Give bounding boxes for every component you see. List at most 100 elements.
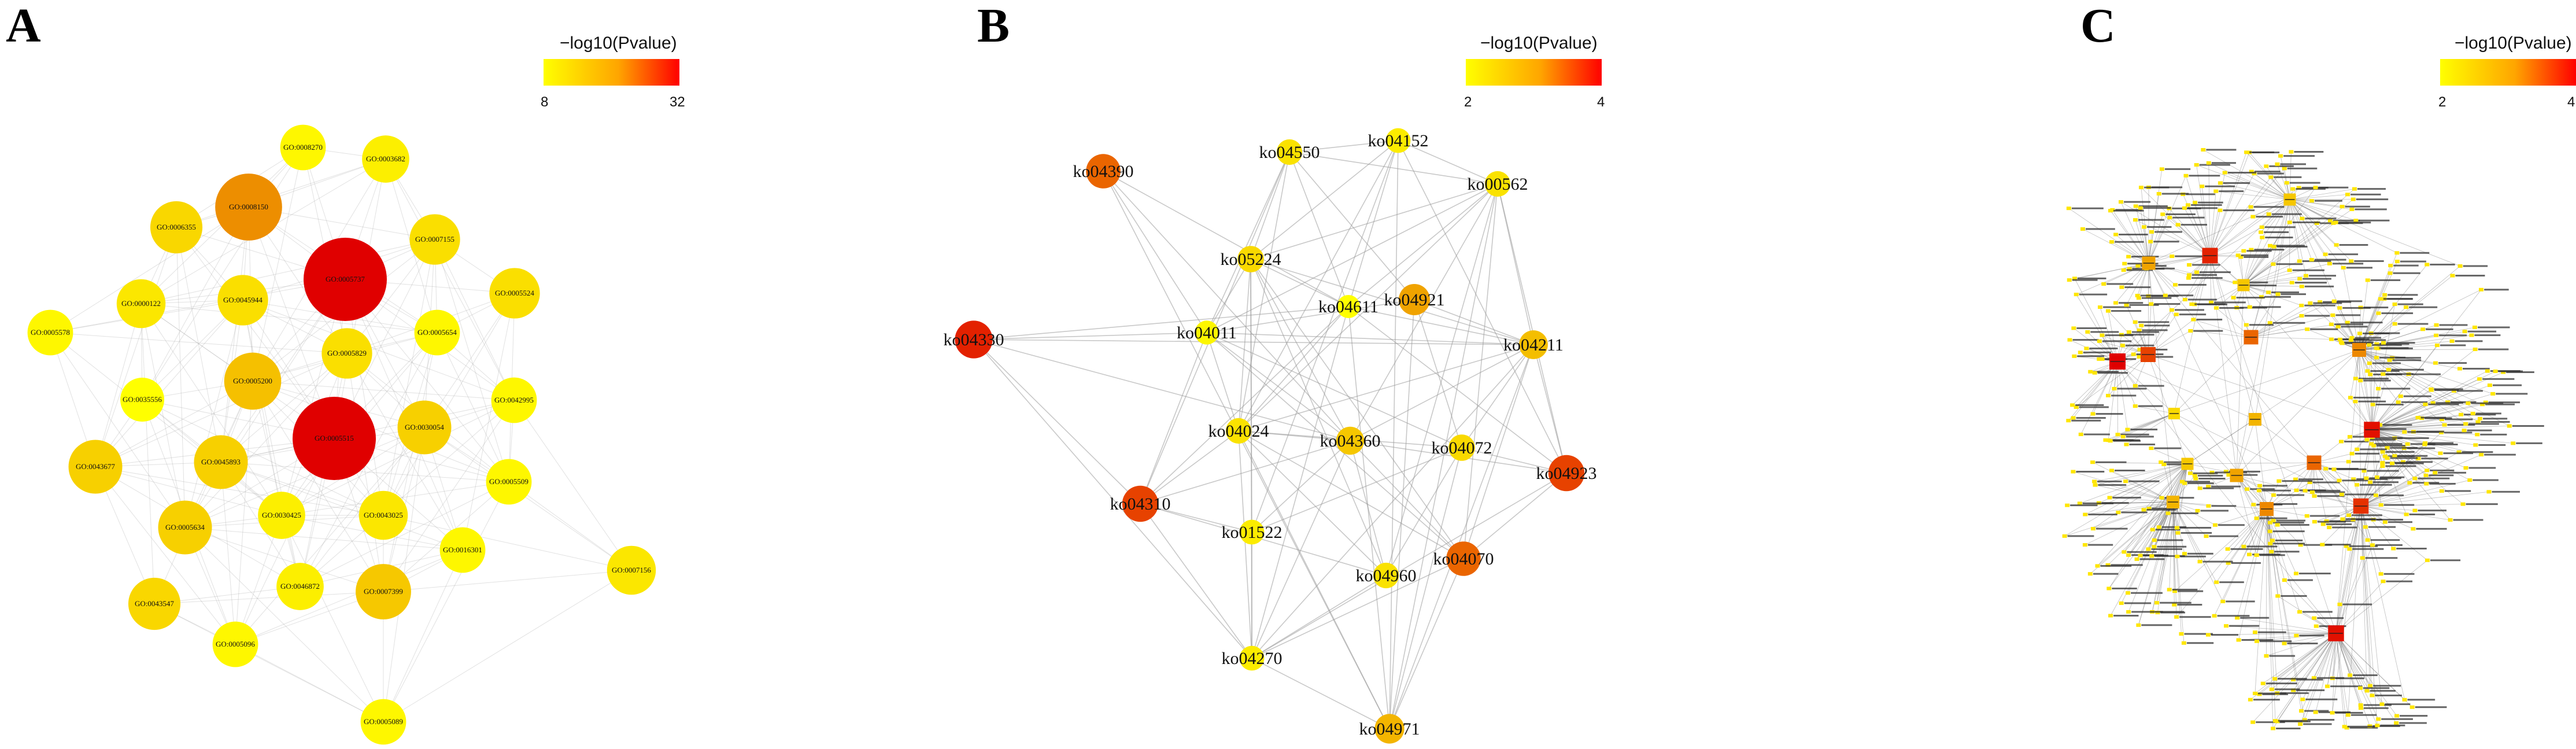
gene-node-box — [2268, 243, 2273, 248]
node-circle — [1195, 320, 1219, 345]
edge — [2176, 508, 2267, 617]
gene-node — [2358, 703, 2392, 707]
edge — [2243, 220, 2331, 286]
edge — [2274, 199, 2290, 247]
gene-node-label-mark — [2455, 340, 2483, 342]
gene-node-box — [2209, 300, 2214, 304]
gene-node-box — [2290, 187, 2296, 191]
gene-node-box — [2375, 475, 2380, 479]
edge — [2359, 349, 2483, 405]
node-circle — [362, 135, 409, 183]
edge — [1238, 344, 1534, 431]
gene-node-label-mark — [2375, 437, 2403, 439]
edge — [2359, 261, 2398, 350]
gene-node-label-mark — [2256, 216, 2283, 218]
gene-node — [2415, 416, 2446, 420]
gene-node-label-mark — [2342, 307, 2371, 309]
gene-node-box — [2382, 293, 2387, 297]
legend-a: −log10(Pvalue) 8 32 — [541, 34, 685, 110]
gene-node-label-mark — [2254, 171, 2281, 173]
gene-node-box — [2313, 186, 2318, 190]
edge — [2186, 175, 2211, 256]
gene-node-box — [2149, 230, 2154, 234]
edge — [2093, 463, 2188, 529]
gene-node-box — [2268, 175, 2274, 179]
gene-node-box — [2282, 578, 2287, 582]
edge — [2250, 329, 2308, 338]
edge — [2335, 633, 2361, 709]
edge — [141, 303, 282, 516]
gene-node-label-mark — [2186, 642, 2214, 644]
gene-node-label-mark — [2467, 330, 2497, 333]
gene-node-box — [2350, 197, 2356, 201]
gene-node — [2186, 203, 2222, 207]
network-node: GO:0008270 — [280, 124, 326, 171]
node-label: GO:0016301 — [443, 545, 482, 554]
node-circle — [1446, 541, 1481, 576]
gene-node-box — [2479, 287, 2484, 292]
gene-node-label-mark — [2280, 524, 2309, 526]
gene-node — [2290, 187, 2326, 191]
gene-node-box — [2368, 684, 2373, 688]
gene-node — [2213, 189, 2244, 193]
gene-node-box — [2149, 554, 2154, 558]
gene-node — [2344, 544, 2378, 548]
gene-node-label-mark — [2430, 469, 2455, 471]
gene-node — [2067, 278, 2098, 282]
edge — [281, 515, 384, 722]
gene-node — [2457, 367, 2490, 371]
gene-node — [2271, 245, 2308, 249]
gene-node-box — [2133, 218, 2138, 222]
gene-node — [2097, 339, 2132, 343]
edge — [1238, 430, 1252, 659]
gene-node-label-mark — [2240, 617, 2270, 619]
gene-node-label-mark — [2308, 489, 2341, 492]
gene-node — [2217, 181, 2250, 185]
gene-node-label-mark — [2379, 356, 2406, 359]
node-circle — [120, 378, 164, 422]
network-node: ko04390 — [1073, 154, 1134, 189]
edge — [2251, 171, 2290, 200]
nodes-c — [2062, 147, 2544, 730]
gene-node-label-mark — [2350, 322, 2383, 324]
network-node: ko04211 — [1503, 330, 1564, 359]
gene-node-label-mark — [2420, 416, 2446, 419]
gene-node-box — [2092, 371, 2097, 375]
edge — [2371, 289, 2482, 430]
gene-node-label-mark — [2146, 226, 2172, 228]
gene-node-label-mark — [2130, 429, 2158, 431]
node-label: GO:0005829 — [327, 349, 367, 357]
gene-node — [2186, 276, 2223, 280]
network-node: GO:0043677 — [68, 440, 123, 494]
gene-node-label-mark — [2264, 231, 2289, 233]
gene-node-box — [2106, 586, 2112, 591]
edge — [1350, 183, 1498, 441]
edge — [2085, 501, 2174, 515]
gene-node-label-mark — [2281, 293, 2306, 296]
gene-node-label-mark — [2250, 488, 2275, 490]
gene-node-box — [2213, 306, 2219, 310]
gene-node-box — [2271, 245, 2276, 249]
edge — [1251, 344, 1534, 659]
gene-node-box — [2392, 322, 2397, 326]
gene-node-box — [2101, 282, 2106, 286]
gene-node-label-mark — [2370, 689, 2396, 692]
gene-node-box — [2273, 719, 2278, 723]
gene-node-box — [2134, 557, 2139, 561]
gene-node-box — [2358, 703, 2363, 707]
edge — [2127, 413, 2175, 430]
gene-node — [2507, 424, 2544, 428]
gene-node-box — [2351, 477, 2356, 481]
edge — [973, 306, 1349, 340]
gene-node-box — [2478, 416, 2483, 420]
gene-node — [2134, 557, 2165, 561]
edge — [176, 227, 221, 463]
gene-node — [2370, 693, 2402, 698]
gene-node — [2066, 206, 2104, 211]
gene-node-label-mark — [2161, 526, 2186, 528]
gene-node-box — [2136, 623, 2141, 627]
gene-node-label-mark — [2144, 324, 2170, 327]
pathway-node-label-mark — [2365, 429, 2379, 430]
gene-node-box — [2459, 412, 2464, 416]
gene-node — [2394, 251, 2430, 255]
